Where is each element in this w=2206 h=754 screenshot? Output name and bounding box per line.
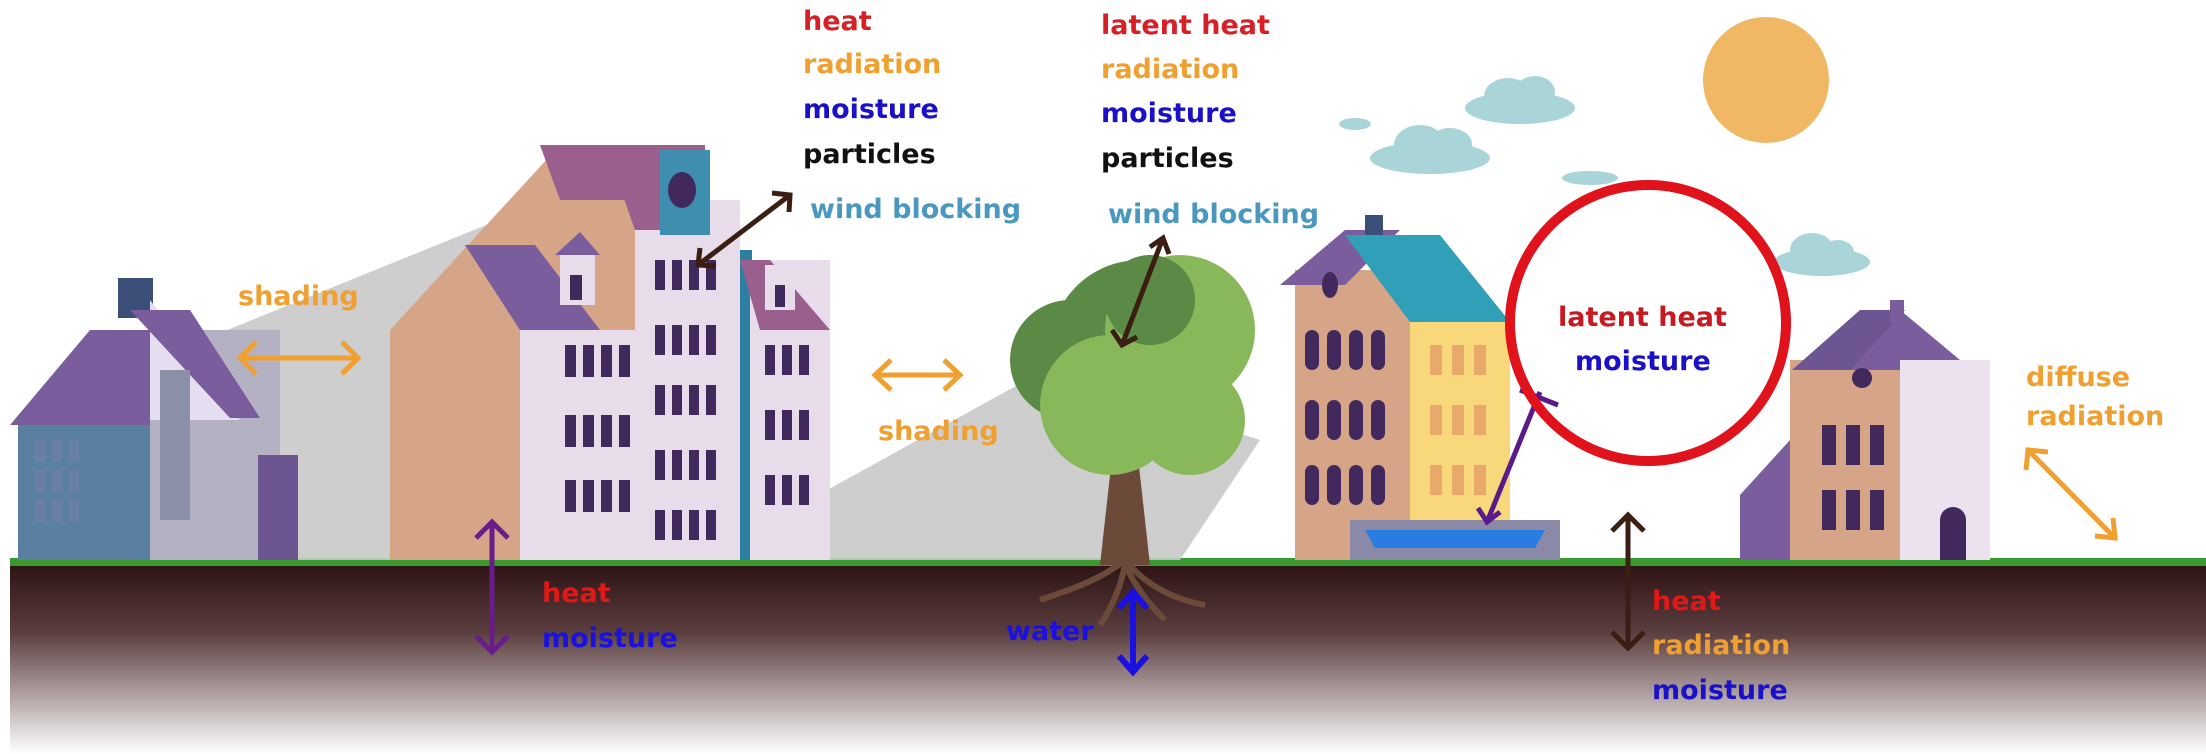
tree-label-particles: particles [1101,143,1234,174]
tree-label-moisture: moisture [1101,98,1237,129]
shading-left-label: shading [238,281,359,312]
building-air-exchange-arrow [695,190,793,269]
water-arrow [1116,587,1150,677]
building-label-moisture: moisture [803,94,939,125]
diffuse-label-line2: radiation [2026,401,2164,432]
soil-right-label-heat: heat [1652,586,1721,617]
tree-label-latent-heat: latent heat [1101,10,1270,41]
cloud-2 [1370,125,1490,174]
tree-label-radiation: radiation [1101,54,1239,85]
soil-right-label-moisture: moisture [1652,675,1788,706]
left-house [10,278,298,560]
pond-label-latent-heat: latent heat [1558,302,1727,333]
building-label-wind-blocking: wind blocking [810,194,1021,225]
diffuse-label-line1: diffuse [2026,362,2130,393]
shading-right-arrow [871,358,964,392]
soil-building-label-heat: heat [542,578,611,609]
tree-air-exchange-arrow [1109,234,1172,349]
diffuse-radiation-arrow [2023,447,2118,541]
tall-buildings [390,145,830,560]
highlight-circle [1505,180,1791,466]
sun [1703,17,1829,143]
soil-right-arrow [1610,511,1646,652]
soil [10,566,2206,754]
pond-label-moisture: moisture [1575,346,1711,377]
soil-building-label-moisture: moisture [542,623,678,654]
building-label-radiation: radiation [803,49,941,80]
shading-left-arrow [236,340,362,376]
water-label: water [1006,616,1094,647]
cloud-4 [1562,171,1618,185]
pond [1350,520,1560,560]
soil-building-arrow [474,518,510,656]
middle-right-building [1280,215,1510,560]
tree [1010,255,1255,627]
tree-label-wind-blocking: wind blocking [1108,199,1319,230]
cloud-3 [1339,118,1371,130]
right-house [1740,300,1990,560]
soil-right-label-radiation: radiation [1652,630,1790,661]
building-label-particles: particles [803,139,936,170]
cloud-1 [1465,76,1575,124]
shading-right-label: shading [878,416,999,447]
cloud-5 [1774,233,1870,276]
building-label-heat: heat [803,6,872,37]
